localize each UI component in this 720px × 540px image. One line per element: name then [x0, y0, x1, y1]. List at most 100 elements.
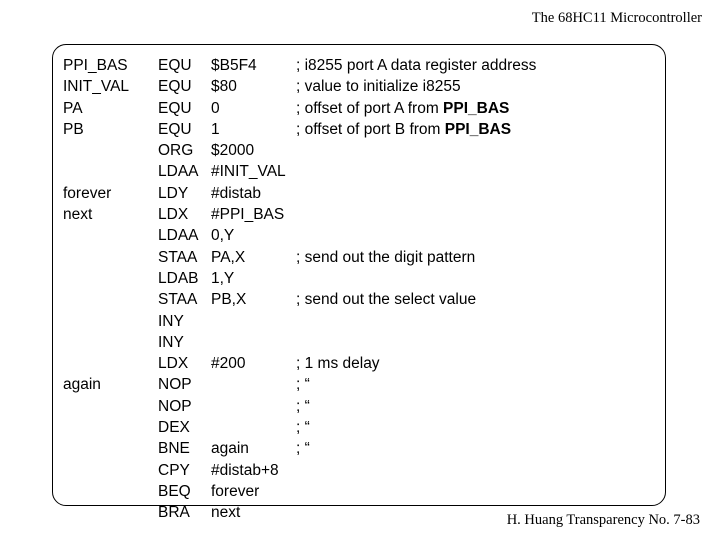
code-line: ORG$2000 [63, 140, 536, 161]
operand: 1,Y [211, 269, 235, 287]
comment: ; “ [296, 419, 310, 437]
code-line: BEQ forever [63, 481, 536, 502]
operand [211, 417, 296, 438]
comment [296, 204, 536, 225]
code-line: forever LDY #distab [63, 183, 536, 204]
comment [296, 161, 536, 182]
operand: $2000 [211, 142, 255, 160]
code-line: BRA next [63, 502, 536, 523]
operand: PB,X [211, 291, 247, 309]
label [63, 311, 158, 332]
comment: ; “ [296, 440, 310, 458]
code-line: LDAA 0,Y [63, 225, 536, 246]
label: INIT_VAL [63, 78, 130, 96]
operand: forever [211, 482, 260, 500]
operand [211, 374, 296, 395]
mnemonic: BRA [158, 504, 190, 522]
comment: ; offset of port A from PPI_BAS [296, 98, 536, 119]
mnemonic: LDX [158, 206, 189, 224]
operand: next [211, 504, 241, 522]
mnemonic: BNE [158, 440, 190, 458]
code-line: LDX#200; 1 ms delay [63, 353, 536, 374]
label [63, 225, 158, 246]
code-line: STAA PB,X ; send out the select value [63, 289, 536, 310]
label [63, 332, 158, 353]
comment-symbol-ref: PPI_BAS [443, 99, 510, 117]
operand: #INIT_VAL [211, 163, 286, 181]
comment-symbol-ref: PPI_BAS [444, 120, 512, 138]
code-listing-table: PPI_BAS EQU $B5F4 ; i8255 port A data regis… [63, 55, 536, 524]
mnemonic: LDAA [158, 163, 199, 181]
comment [296, 268, 536, 289]
comment [296, 183, 536, 204]
comment [296, 460, 536, 481]
comment: ; “ [296, 376, 310, 394]
mnemonic: NOP [158, 397, 192, 415]
operand: 1 [211, 120, 220, 138]
footer-text: H. Huang Transparency No. 7-83 [506, 512, 700, 528]
operand [211, 396, 296, 417]
comment: ; offset of port B from PPI_BAS [296, 119, 536, 140]
label [63, 460, 158, 481]
code-line: LDAA #INIT_VAL [63, 161, 536, 182]
code-line: PPI_BAS EQU $B5F4 ; i8255 port A data regis… [63, 55, 536, 76]
comment [296, 332, 536, 353]
label [63, 140, 158, 161]
mnemonic: INY [158, 333, 184, 351]
label [63, 438, 158, 459]
operand: 0 [211, 99, 220, 117]
label [63, 353, 158, 374]
comment: ; 1 ms delay [296, 355, 380, 373]
mnemonic: LDAA [158, 227, 199, 245]
label [63, 417, 158, 438]
mnemonic: EQU [158, 78, 192, 96]
comment: ; i8255 port A data register address [296, 57, 537, 74]
mnemonic: EQU [158, 57, 192, 74]
label [63, 289, 158, 310]
mnemonic: BEQ [158, 482, 191, 500]
operand: $80 [211, 78, 237, 96]
code-line: BNE again ; “ [63, 438, 536, 459]
operand: #distab [211, 184, 261, 202]
label: next [63, 206, 93, 224]
operand: #distab+8 [211, 461, 279, 479]
code-line: INY [63, 311, 536, 332]
label: PPI_BAS [63, 57, 128, 74]
operand: 0,Y [211, 227, 235, 245]
mnemonic: CPY [158, 461, 190, 479]
comment [296, 140, 536, 161]
label: again [63, 376, 101, 394]
mnemonic: EQU [158, 120, 192, 138]
code-line: NOP ; “ [63, 396, 536, 417]
comment: ; send out the digit pattern [296, 248, 476, 266]
label [63, 481, 158, 502]
comment [296, 502, 536, 523]
code-line: INY [63, 332, 536, 353]
operand: again [211, 440, 249, 458]
comment [296, 481, 536, 502]
mnemonic: LDY [158, 184, 189, 202]
comment [296, 311, 536, 332]
label [63, 161, 158, 182]
mnemonic: LDX [158, 355, 189, 373]
mnemonic: DEX [158, 419, 190, 437]
label: forever [63, 184, 112, 202]
mnemonic: LDAB [158, 269, 199, 287]
mnemonic: STAA [158, 248, 198, 266]
code-line: DEX ; “ [63, 417, 536, 438]
page-title: The 68HC11 Microcontroller [531, 10, 702, 26]
operand [211, 311, 296, 332]
comment: ; send out the select value [296, 291, 477, 309]
mnemonic: STAA [158, 291, 198, 309]
operand [211, 332, 296, 353]
operand: $B5F4 [211, 57, 257, 74]
label [63, 247, 158, 268]
comment: ; “ [296, 397, 310, 415]
